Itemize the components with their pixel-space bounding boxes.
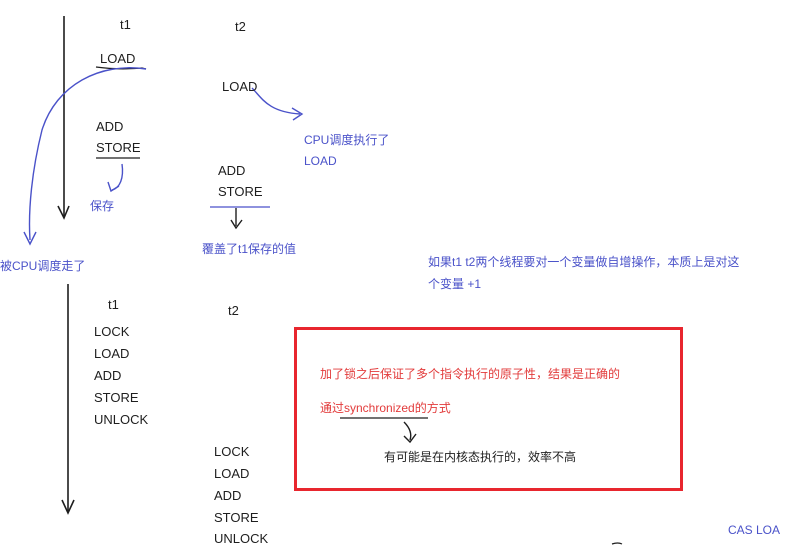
stray-mark [611,542,623,545]
top-t2-store: STORE [218,184,263,199]
explanation-line1: 如果t1 t2两个线程要对一个变量做自增操作，本质上是对这 [428,255,740,269]
bottom-t2-op: ADD [214,488,242,503]
bottom-t1-op: STORE [94,390,139,405]
corner-text: CAS LOA [728,523,781,537]
bottom-t2-op: UNLOCK [214,531,269,546]
lock-box-line1: 加了锁之后保证了多个指令执行的原子性，结果是正确的 [320,367,621,381]
top-t1-label: t1 [120,17,131,32]
bottom-t1-label: t1 [108,297,119,312]
top-timeline-arrowhead [57,205,70,220]
note-scheduled-away: 被CPU调度走了 [0,259,86,273]
note-overwrite: 覆盖了t1保存的值 [202,242,297,256]
bottom-t2-op: LOCK [214,444,250,459]
bottom-t2-op: LOAD [214,466,250,481]
save-arrow [111,163,124,191]
note-save: 保存 [90,199,115,213]
note-cpu-exec-line1: CPU调度执行了 [304,133,390,147]
top-t2-label: t2 [235,19,246,34]
overwrite-arrowhead [230,219,243,230]
cpu-exec-arrowhead [291,107,304,121]
lock-box-line2: 通过synchronized的方式 [320,401,451,415]
bottom-t1-op: UNLOCK [94,412,149,427]
top-t1-add: ADD [96,119,124,134]
bottom-t1-op: LOAD [94,346,130,361]
top-t2-load: LOAD [222,79,258,94]
bottom-t2-label: t2 [228,303,239,318]
top-t1-store: STORE [96,140,141,155]
lock-explanation-box [294,327,683,491]
save-arrowhead [107,181,120,193]
bottom-t1-op: ADD [94,368,122,383]
note-cpu-exec-line2: LOAD [304,154,337,168]
top-t1-load: LOAD [100,51,136,66]
bottom-timeline-arrowhead [61,499,75,515]
bottom-t1-op: LOCK [94,324,130,339]
top-t2-add: ADD [218,163,246,178]
explanation-line2: 个变量 +1 [428,277,482,291]
t1-load-underline [95,66,147,70]
lock-box-line3: 有可能是在内核态执行的，效率不高 [384,450,577,464]
scheduled-away-arrowhead [23,231,37,246]
cpu-exec-curve [251,87,301,115]
bottom-t2-op: STORE [214,510,259,525]
